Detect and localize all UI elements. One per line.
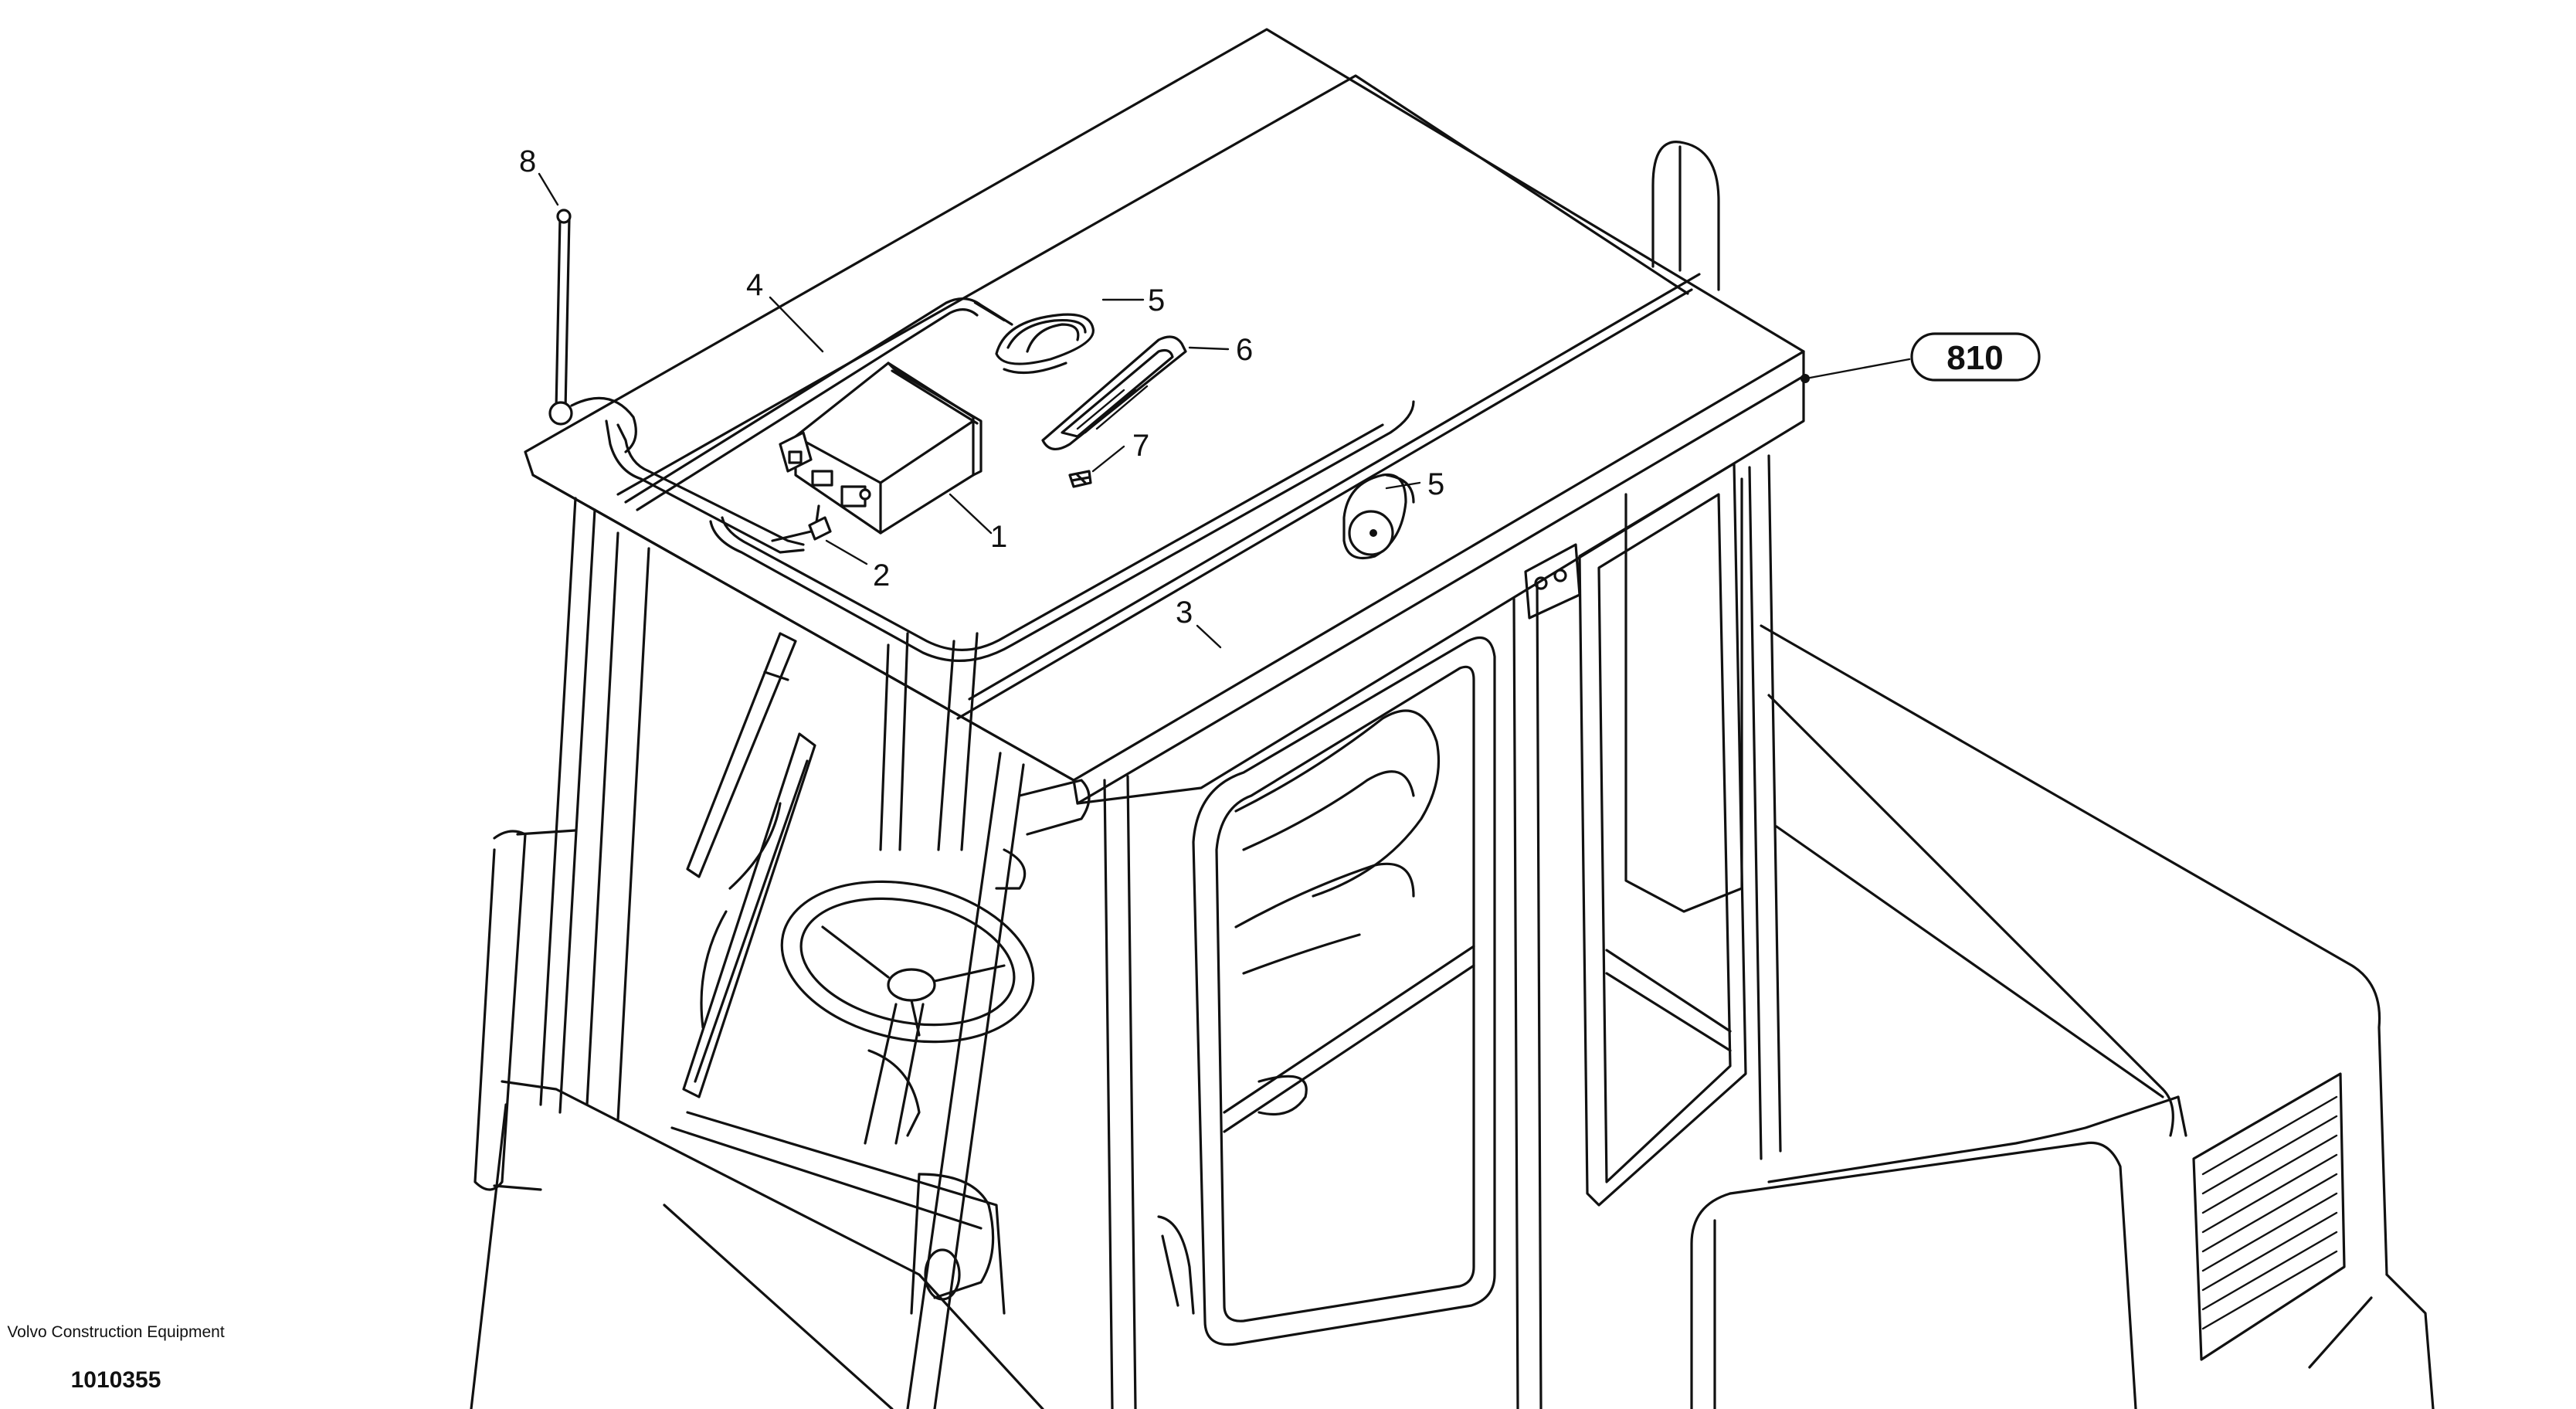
operator-seat <box>1234 709 1441 1116</box>
lower-cab-body <box>470 1080 1044 1409</box>
reference-badge: 810 <box>1910 332 2041 382</box>
steering-wheel <box>780 880 1035 1145</box>
callout-3: 3 <box>1176 596 1193 630</box>
dashboard <box>670 632 1091 1315</box>
cable-harness <box>605 297 1415 663</box>
cab-roof <box>524 28 1805 805</box>
callout-2: 2 <box>873 559 890 592</box>
leader-lines <box>538 172 1911 649</box>
cab-door <box>1157 637 1496 1346</box>
callout-5-roof-speaker: 5 <box>1148 283 1165 317</box>
rear-window <box>1578 462 1747 1207</box>
antenna <box>548 209 637 453</box>
cab-frame <box>539 454 1782 1409</box>
footer-company: Volvo Construction Equipment <box>7 1323 225 1341</box>
callout-1: 1 <box>990 520 1007 554</box>
cab-rear-bracket <box>1524 543 1581 620</box>
callout-6: 6 <box>1236 333 1253 367</box>
speaker-roof <box>995 313 1095 375</box>
callout-4: 4 <box>746 268 763 302</box>
antenna-cable <box>771 516 832 542</box>
screw <box>1068 470 1092 488</box>
callout-7: 7 <box>1132 429 1149 463</box>
radio-unit <box>779 362 983 535</box>
callout-5-rear-speaker: 5 <box>1427 467 1444 501</box>
reference-badge-label: 810 <box>1946 339 2003 377</box>
footer-drawing-number: 1010355 <box>70 1367 161 1393</box>
speaker-grille <box>1041 335 1187 450</box>
callouts: 8 4 5 6 7 1 2 5 3 <box>519 144 1444 630</box>
callout-8: 8 <box>519 144 536 178</box>
windshield-wiper <box>682 632 816 1098</box>
engine-hood <box>1690 624 2435 1409</box>
exhaust-pipe <box>1624 141 1743 913</box>
speaker-rear <box>1342 473 1415 560</box>
hood-vent <box>2192 1072 2346 1361</box>
left-handrail <box>473 829 577 1191</box>
